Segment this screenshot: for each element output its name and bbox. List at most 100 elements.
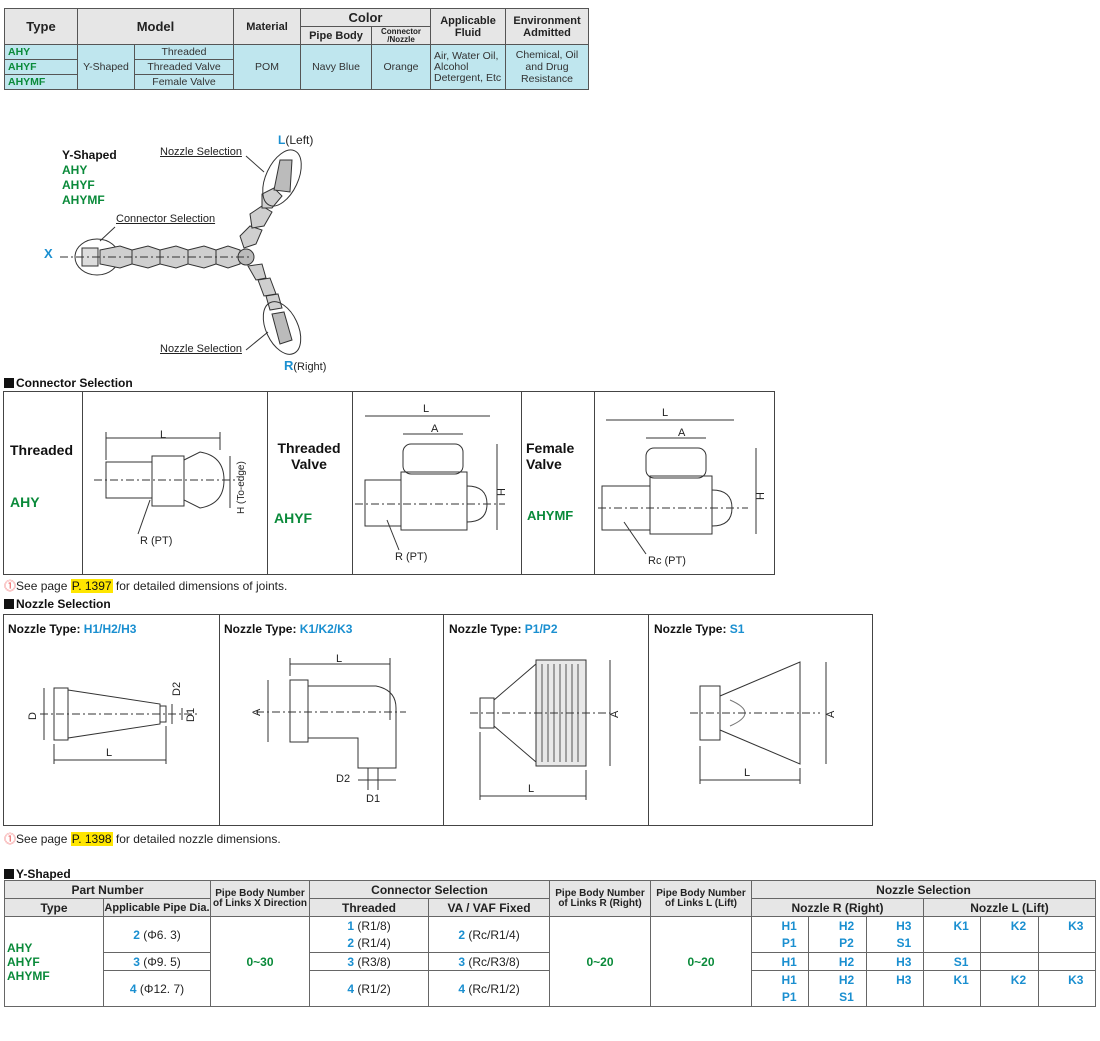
connector-page-link[interactable]: P. 1397: [70, 579, 113, 593]
nz-3a-0: H1: [750, 970, 810, 989]
threaded-valve-dim-h: H: [496, 488, 508, 496]
nz-1a-4: K2: [980, 916, 1039, 935]
header-color: Color: [300, 8, 431, 27]
nz-2-3: S1: [922, 952, 982, 971]
nozzle-type-s: Nozzle Type: S1: [654, 622, 744, 636]
connector-threaded-label: Threaded: [10, 442, 74, 458]
y-va-3: 4 (Rc/R1/2): [428, 970, 550, 1007]
nozzle-k-dim-d1: D1: [366, 793, 380, 805]
y-va-code-2: 3: [458, 954, 465, 969]
nozzle-note-pre: See page: [16, 832, 71, 846]
connector-note-post: for detailed dimensions of joints.: [112, 579, 288, 593]
nozzle-type-h: Nozzle Type: H1/H2/H3: [8, 622, 136, 636]
threaded-valve-dim-r: R (PT): [395, 551, 427, 563]
y-thr-code-1b: 2: [347, 936, 354, 951]
nozzle-p-drawing: A L: [470, 659, 621, 800]
connector-ahymf-label: AHYMF: [527, 508, 574, 523]
y-va-2: 3 (Rc/R3/8): [428, 952, 550, 971]
nozzle-type-p: Nozzle Type: P1/P2: [449, 622, 558, 636]
threaded-valve-drawing: L A H R (PT): [355, 403, 508, 563]
connector-ahyf-label: AHYF: [274, 510, 313, 526]
nozzle-type-p-value: P1/P2: [524, 622, 558, 636]
right-label: R(Right): [284, 358, 326, 373]
connector-color-cell: Orange: [371, 44, 431, 90]
nozzle-type-h-value: H1/H2/H3: [83, 622, 137, 636]
type-ahymf: AHYMF: [4, 74, 78, 90]
nz-3a-4: K2: [980, 970, 1039, 989]
warning-icon: ⓵: [4, 579, 17, 593]
nz-1a-2: H3: [865, 916, 924, 935]
diagram-model-ahyf: AHYF: [62, 178, 95, 192]
nz-3b-0: P1: [750, 988, 810, 1007]
y-dia-code-3: 4: [129, 981, 137, 996]
nozzle-s-dim-a: A: [825, 710, 837, 718]
y-thr-code-1a: 1: [347, 918, 354, 933]
y-va-code-3: 4: [458, 981, 465, 996]
nz-2-0: H1: [750, 952, 810, 971]
connector-box: [3, 391, 775, 575]
nozzle-type-k: Nozzle Type: K1/K2/K3: [224, 622, 352, 636]
nozzle-h-dim-d2: D2: [171, 682, 183, 696]
y-type-ahyf: AHYF: [7, 954, 40, 969]
nozzle-s-drawing: A L: [690, 661, 837, 784]
threaded-dim-l: L: [160, 429, 166, 441]
header-fluid: Applicable Fluid: [430, 8, 506, 45]
threaded-dim-r: R (PT): [140, 535, 172, 547]
nozzle-type-h-label: Nozzle Type:: [8, 622, 84, 636]
yh-l: Pipe Body Number of Links L (Lift): [650, 880, 752, 917]
nozzle-type-k-label: Nozzle Type:: [224, 622, 300, 636]
yh-nozzle: Nozzle Selection: [751, 880, 1096, 899]
nz-2-5: [1037, 952, 1097, 971]
nozzle-type-p-label: Nozzle Type:: [449, 622, 525, 636]
header-type: Type: [4, 8, 78, 45]
type-ahy: AHY: [4, 44, 78, 60]
nz-3b-3: [922, 988, 982, 1007]
env-cell: Chemical, Oil and Drug Resistance: [505, 44, 589, 90]
nz-2-1: H2: [808, 952, 867, 971]
yh-part: Part Number: [4, 880, 211, 899]
y-va-code-1: 2: [458, 927, 465, 942]
yh-threaded: Threaded: [309, 898, 429, 917]
female-valve-drawing: L A H Rc (PT): [598, 407, 767, 567]
nozzle-note: ⓵See page P. 1398 for detailed nozzle di…: [4, 830, 281, 847]
nz-3b-1: S1: [808, 988, 867, 1007]
connector-ahy-label: AHY: [10, 494, 40, 510]
nz-1b-2: S1: [865, 934, 924, 953]
y-thr-val-1a: (R1/8): [357, 918, 391, 933]
nozzle-type-s-value: S1: [729, 622, 745, 636]
y-dia-2: (Φ9. 5): [143, 954, 181, 969]
nz-3a-3: K1: [922, 970, 982, 989]
y-dia-code-2: 3: [133, 954, 140, 969]
yshaped-table: Part Number Pipe Body Number of Links X …: [4, 880, 1097, 1007]
pipe-color-cell: Navy Blue: [300, 44, 372, 90]
y-thr-1b: 2 (R1/4): [309, 934, 429, 953]
threaded-valve-dim-l: L: [423, 403, 429, 415]
yh-x: Pipe Body Number of Links X Direction: [210, 880, 310, 917]
connector-threaded-valve-label: Threaded Valve: [277, 440, 341, 472]
right-word: (Right): [293, 361, 327, 373]
yshaped-section-label: Y-Shaped: [16, 867, 71, 881]
connector-female-valve-label: Female Valve: [526, 440, 575, 472]
nozzle-type-k-value: K1/K2/K3: [299, 622, 353, 636]
shape-cell: Y-Shaped: [77, 44, 135, 90]
female-valve-dim-l: L: [662, 407, 668, 419]
y-shaped-hose-drawing: [60, 149, 302, 355]
nozzle-k-dim-d2: D2: [336, 773, 350, 785]
y-thr-val-2: (R3/8): [357, 954, 391, 969]
nz-1b-1: P2: [808, 934, 867, 953]
nozzle-p-dim-a: A: [609, 710, 621, 718]
nozzle-h-drawing: D L D2 D1: [27, 682, 200, 764]
model-threaded-valve: Threaded Valve: [134, 59, 234, 75]
nz-2-2: H3: [865, 952, 924, 971]
y-va-val-2: (Rc/R3/8): [468, 954, 520, 969]
nz-3b-4: [980, 988, 1039, 1007]
yh-nl: Nozzle L (Lift): [922, 898, 1097, 917]
nozzle-p-dim-l: L: [528, 783, 534, 795]
yh-conn: Connector Selection: [309, 880, 550, 899]
y-r-range: 0~20: [549, 916, 651, 1007]
header-connector-nozzle: Connector /Nozzle: [371, 26, 431, 45]
y-thr-code-3: 4: [347, 981, 354, 996]
nz-1a-3: K1: [922, 916, 982, 935]
y-dia-row2: 3 (Φ9. 5): [103, 952, 211, 971]
nozzle-page-link[interactable]: P. 1398: [70, 832, 113, 846]
